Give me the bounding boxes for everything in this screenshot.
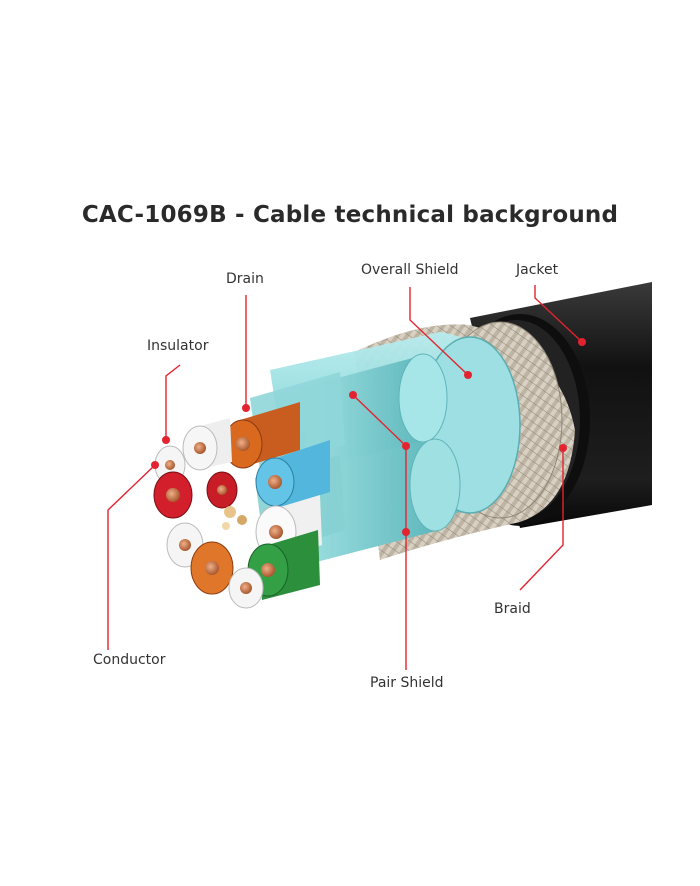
callout-dot-drain [242, 404, 250, 412]
drain-wires-center [222, 506, 247, 530]
label-overall-shield: Overall Shield [361, 262, 459, 278]
white-wire-bottom [228, 567, 264, 609]
diagram-title: CAC-1069B - Cable technical background [81, 202, 619, 228]
callout-dot-pair-shield-1 [349, 391, 357, 399]
orange-wire [223, 402, 300, 469]
label-jacket: Jacket [516, 262, 559, 278]
callout-dot-overall-shield [464, 371, 472, 379]
label-insulator: Insulator [147, 338, 209, 354]
callout-dot-pair-shield-2 [402, 442, 410, 450]
callout-dot-pair-shield-3 [402, 528, 410, 536]
callout-insulator-line [165, 364, 181, 440]
callout-dots [151, 338, 586, 536]
callout-lines [107, 285, 583, 670]
callout-dot-insulator [162, 436, 170, 444]
label-drain: Drain [226, 271, 264, 287]
callout-dot-jacket [578, 338, 586, 346]
orange-wire-lower [190, 541, 234, 595]
callout-jacket-line [534, 285, 583, 343]
callout-braid-line [519, 448, 564, 591]
white-wire-top [182, 418, 232, 471]
label-pair-shield: Pair Shield [370, 675, 444, 691]
callout-dot-conductor [151, 461, 159, 469]
callout-overall-shield-line [409, 287, 469, 376]
blue-wire [255, 440, 330, 510]
callout-dot-braid [559, 444, 567, 452]
callout-conductor-line [107, 464, 156, 650]
green-wire [247, 530, 320, 600]
label-conductor: Conductor [93, 652, 166, 668]
label-braid: Braid [494, 601, 531, 617]
red-wire [153, 471, 238, 519]
